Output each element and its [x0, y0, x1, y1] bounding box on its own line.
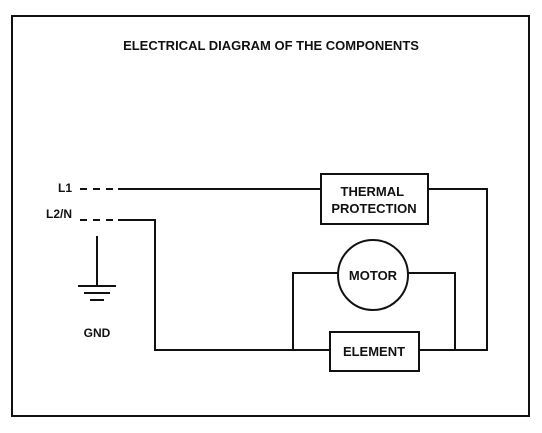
- thermal-protection-line-2: PROTECTION: [331, 201, 416, 216]
- diagram-frame: [11, 15, 530, 417]
- motor-circle: [337, 239, 409, 311]
- thermal-protection-label: THERMAL PROTECTION: [331, 184, 416, 216]
- element-box: [329, 331, 420, 372]
- l2n-wire: [118, 219, 330, 351]
- thermal-protection-line-1: THERMAL: [341, 184, 405, 199]
- motor-left-wire: [292, 272, 338, 350]
- thermal-protection-box: [320, 173, 429, 225]
- terminal-l1-label: L1: [58, 181, 72, 195]
- thermal-output-wire: [419, 188, 488, 351]
- terminal-l2n-label: L2/N: [46, 207, 72, 221]
- diagram-title: ELECTRICAL DIAGRAM OF THE COMPONENTS: [123, 38, 419, 53]
- motor-right-wire: [408, 272, 456, 350]
- element-label: ELEMENT: [343, 344, 405, 359]
- motor-label: MOTOR: [349, 268, 398, 283]
- ground-symbol: [78, 236, 116, 301]
- terminal-gnd-label: GND: [84, 326, 111, 340]
